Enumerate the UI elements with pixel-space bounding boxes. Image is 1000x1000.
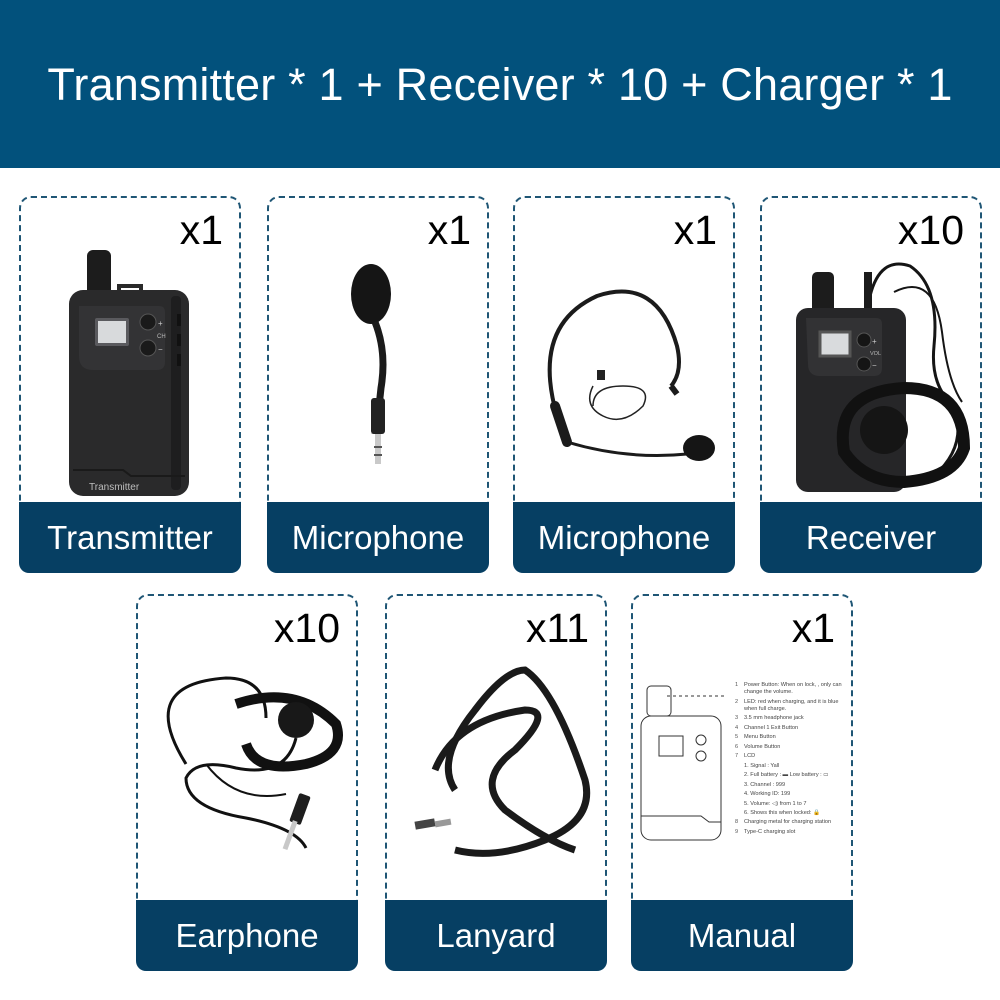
manual-diagram-image xyxy=(640,685,727,841)
lcd-item: 5. Volume: ◁) from 1 to 7 xyxy=(744,800,807,807)
svg-text:CH: CH xyxy=(157,334,166,340)
label-band: Manual xyxy=(631,900,853,971)
item-label: Transmitter xyxy=(47,518,213,556)
label-band: Receiver xyxy=(760,502,982,573)
gooseneck-microphone-image xyxy=(351,264,391,464)
svg-text:+: + xyxy=(158,319,163,328)
quantity-label: x10 xyxy=(897,207,964,253)
label-band: Transmitter xyxy=(19,502,241,573)
item-label: Earphone xyxy=(175,916,319,954)
lcd-item: 4. Working ID: 199 xyxy=(744,791,791,798)
svg-text:Transmitter: Transmitter xyxy=(89,482,140,493)
card-microphone-headset: x1 Microphone xyxy=(513,196,735,573)
lcd-item: 3. Channel : 999 xyxy=(744,781,786,788)
card-earphone: x10 Earphone xyxy=(136,594,358,971)
item-label: Lanyard xyxy=(436,916,556,954)
earphone-image xyxy=(166,676,343,851)
card-frame xyxy=(136,594,358,914)
quantity-label: x1 xyxy=(673,207,717,253)
card-frame xyxy=(631,594,853,914)
card-frame xyxy=(267,196,489,516)
card-frame xyxy=(385,594,607,914)
header-banner: Transmitter * 1 + Receiver * 10 + Charge… xyxy=(0,0,1000,168)
lcd-item: 1. Signal : Yall xyxy=(744,763,780,770)
label-band: Earphone xyxy=(136,900,358,971)
item-label: Receiver xyxy=(805,518,937,556)
svg-text:+: + xyxy=(872,337,877,346)
card-transmitter: x1 + CH − Transmitter Transmitter xyxy=(19,196,241,573)
quantity-label: x1 xyxy=(791,605,835,651)
transmitter-image: + CH − Transmitter xyxy=(69,250,189,496)
card-lanyard: x11 Lanyard xyxy=(385,594,607,971)
page-title: Transmitter * 1 + Receiver * 10 + Charge… xyxy=(47,59,953,110)
label-band: Lanyard xyxy=(385,900,607,971)
svg-text:−: − xyxy=(158,345,163,354)
item-label: Microphone xyxy=(291,518,465,556)
card-microphone-clip: x1 Microphone xyxy=(267,196,489,573)
lcd-item: 6. Shows this when locked: 🔒 xyxy=(744,809,820,816)
svg-text:VOL: VOL xyxy=(870,351,881,357)
card-frame xyxy=(19,196,241,516)
svg-text:−: − xyxy=(872,361,877,370)
card-frame xyxy=(513,196,735,516)
lcd-item: 2. Full battery : ▬ Low battery : ▭ xyxy=(744,772,829,779)
quantity-label: x10 xyxy=(273,605,340,651)
item-label: Microphone xyxy=(537,518,711,556)
quantity-label: x11 xyxy=(525,605,589,651)
label-band: Microphone xyxy=(513,502,735,573)
card-frame xyxy=(760,196,982,516)
headset-microphone-image xyxy=(547,289,715,461)
lanyard-image xyxy=(414,666,591,857)
card-receiver: x10 + VOL − Receiver xyxy=(760,196,982,573)
quantity-label: x1 xyxy=(179,207,223,253)
quantity-label: x1 xyxy=(427,207,471,253)
receiver-image: + VOL − xyxy=(796,262,971,492)
label-band: Microphone xyxy=(267,502,489,573)
item-label: Manual xyxy=(687,916,797,954)
